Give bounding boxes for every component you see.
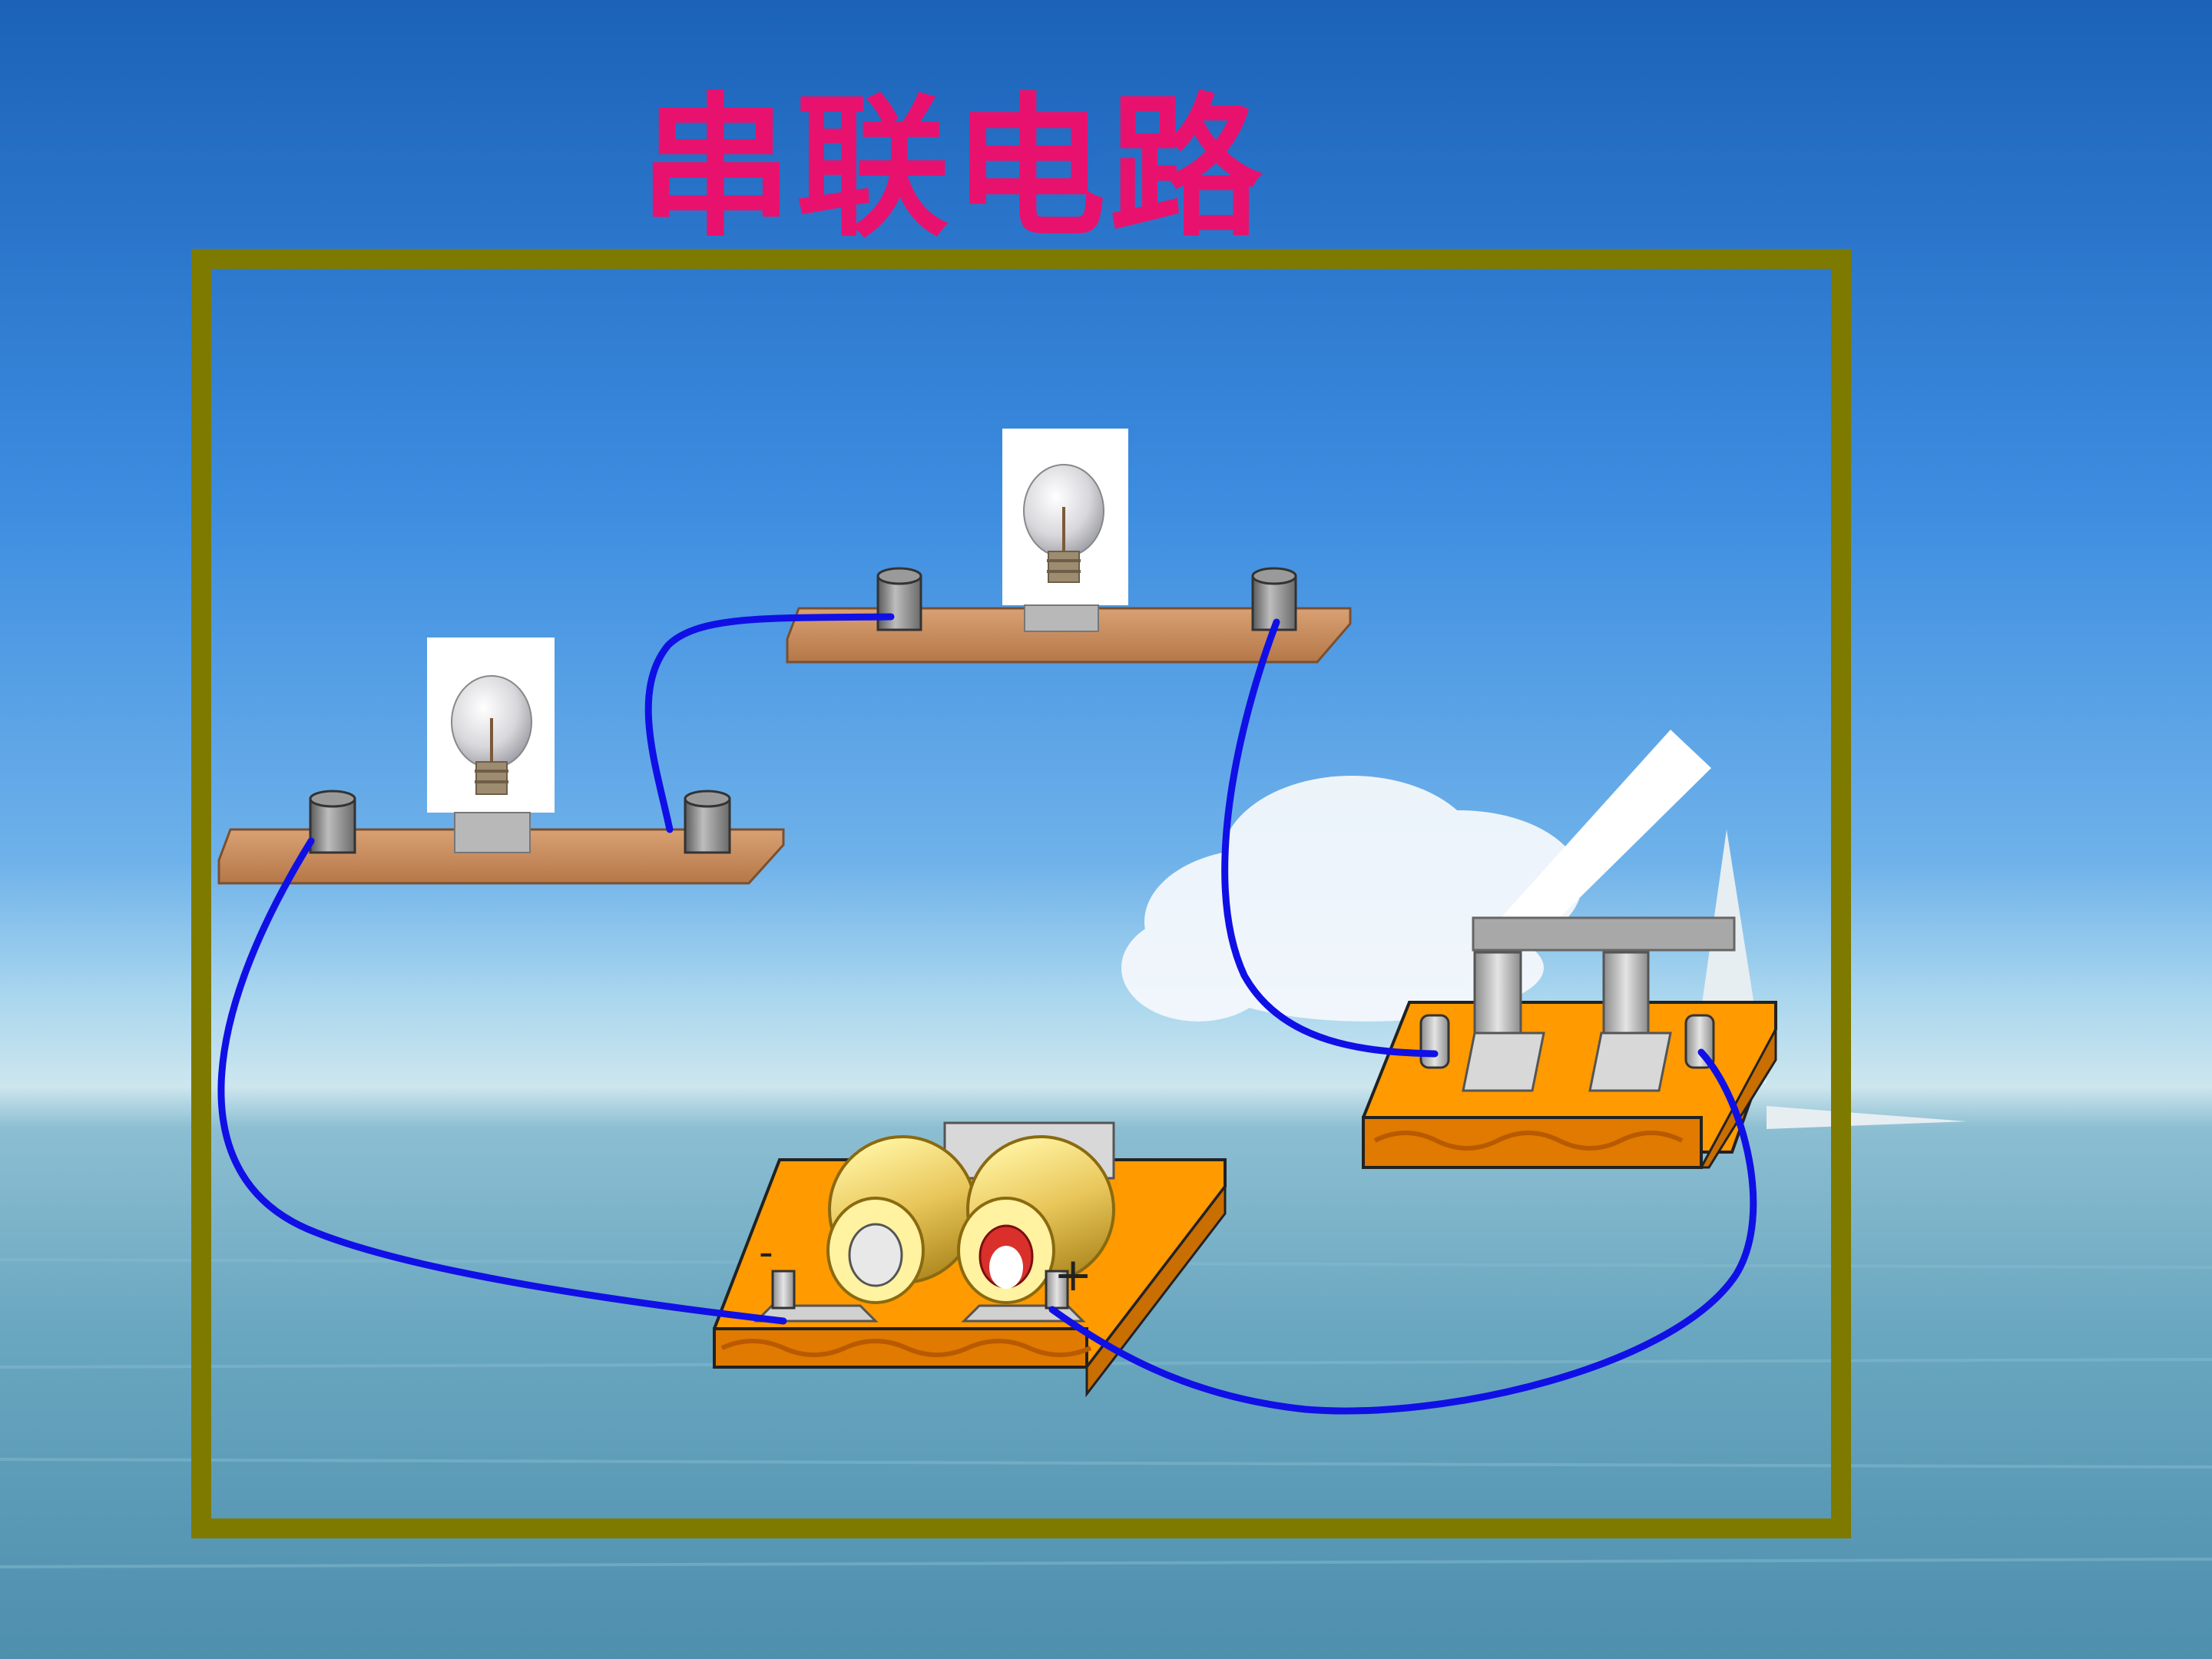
switch-blade	[1494, 730, 1711, 933]
wire-bulb2-to-switch	[1221, 618, 1439, 1058]
terminal-post	[1419, 1014, 1450, 1069]
wire-battery-negative-to-bulb1	[217, 837, 787, 1325]
battery-cell	[957, 1135, 1115, 1304]
wire-switch-to-battery-positive	[1048, 1048, 1757, 1415]
minus-label: -	[759, 1230, 773, 1276]
terminal-post	[309, 790, 356, 854]
top-bulb-board	[786, 429, 1352, 664]
negative-terminal	[771, 1270, 796, 1310]
terminal-post	[876, 567, 922, 631]
terminal-post	[684, 790, 731, 854]
circuit-frame	[191, 249, 1851, 1538]
slide-title: 串联电路	[638, 79, 1266, 258]
left-bulb-board	[217, 637, 785, 885]
bulb-icon	[451, 675, 532, 795]
battery-cell	[826, 1135, 977, 1304]
positive-terminal	[1045, 1270, 1069, 1310]
bulb-icon	[1023, 464, 1104, 583]
knife-switch	[1362, 730, 1777, 1169]
plus-label: +	[1054, 1248, 1092, 1302]
page-title: 串联电路	[0, 77, 1905, 261]
switch-crossbar	[1472, 916, 1736, 952]
battery-holder: - +	[713, 1121, 1227, 1398]
wire-bulb1-to-bulb2	[644, 613, 895, 833]
wires	[217, 613, 1757, 1415]
